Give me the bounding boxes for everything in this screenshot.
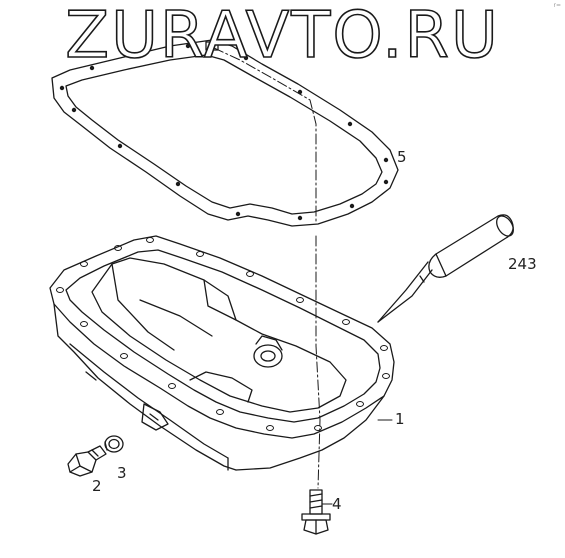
oil-pan bbox=[49, 235, 395, 471]
sealant-tube bbox=[377, 214, 514, 323]
corner-mark: r= bbox=[553, 2, 562, 9]
callout-gasket: 5 bbox=[397, 148, 407, 166]
sealing-washer bbox=[104, 435, 124, 453]
pan-bolt bbox=[301, 489, 331, 535]
callout-leaders bbox=[321, 419, 393, 505]
watermark-text: ZURAVTO.RU bbox=[64, 0, 500, 73]
callout-bolt: 4 bbox=[332, 495, 342, 513]
callout-drain-plug: 2 bbox=[92, 477, 102, 495]
callout-washer: 3 bbox=[117, 464, 127, 482]
drain-plug bbox=[67, 445, 107, 477]
callout-oil-pan: 1 bbox=[395, 410, 405, 428]
alignment-lines bbox=[213, 47, 321, 489]
callout-sealant: 243 bbox=[508, 255, 537, 273]
oil-pan-gasket bbox=[51, 39, 399, 227]
